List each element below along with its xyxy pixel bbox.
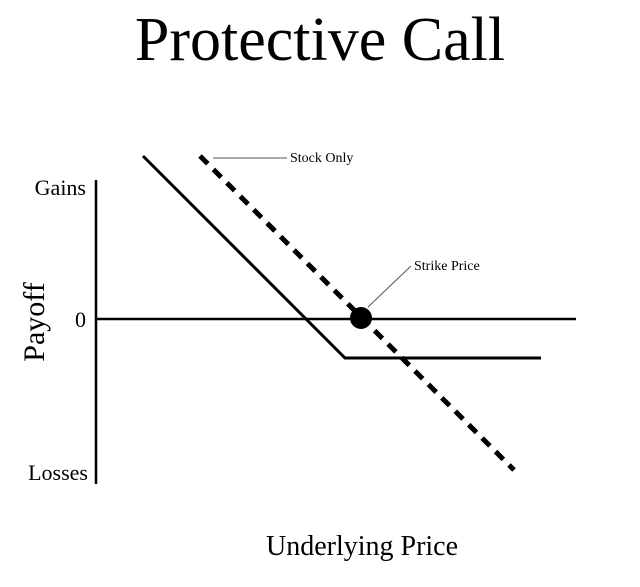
gains-label: Gains bbox=[35, 175, 86, 200]
strike-price-leader bbox=[367, 265, 412, 308]
strike-price-label: Strike Price bbox=[414, 259, 480, 274]
stock-only-label: Stock Only bbox=[290, 151, 353, 166]
zero-label: 0 bbox=[75, 307, 86, 332]
strike-price-marker bbox=[350, 307, 372, 329]
diagram-title: Protective Call bbox=[134, 6, 506, 74]
y-axis-title: Payoff bbox=[18, 282, 51, 361]
losses-label: Losses bbox=[28, 460, 88, 485]
x-axis-title: Underlying Price bbox=[266, 531, 458, 562]
protective-call-payoff-line bbox=[141, 154, 541, 360]
stock-only-line bbox=[198, 154, 516, 472]
